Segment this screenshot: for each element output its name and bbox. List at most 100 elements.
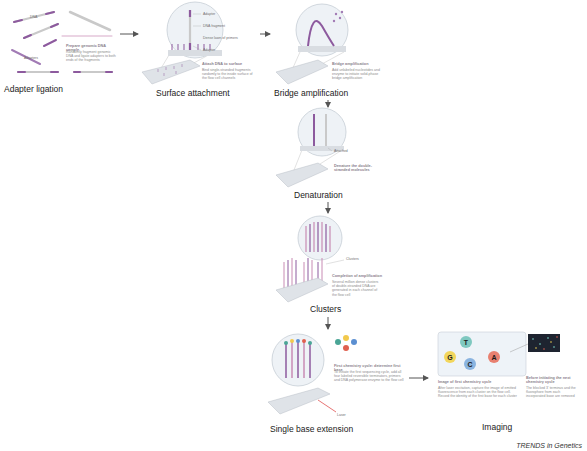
part-label: DNA fragment bbox=[203, 24, 225, 28]
rect-shape bbox=[298, 46, 346, 52]
line-shape bbox=[189, 10, 191, 17]
circle-shape bbox=[543, 348, 545, 350]
workflow-step: Bridge amplificationAdd unlabeled nucleo… bbox=[272, 4, 382, 99]
line-shape bbox=[328, 148, 332, 151]
base-letter: G bbox=[444, 353, 456, 362]
workflow-step: Attach DNA to surfaceBind single-strande… bbox=[140, 4, 258, 100]
path-shape bbox=[308, 21, 334, 46]
circle-shape bbox=[550, 341, 552, 343]
line-shape bbox=[14, 20, 22, 22]
line-shape bbox=[14, 12, 54, 22]
g-shape bbox=[333, 11, 343, 22]
line-shape bbox=[309, 344, 311, 378]
g-shape bbox=[535, 341, 552, 349]
flow-arrow bbox=[260, 34, 270, 35]
line-shape bbox=[288, 260, 289, 289]
step-caption: Clusters bbox=[310, 304, 341, 314]
line-shape bbox=[325, 224, 326, 252]
g-shape bbox=[306, 222, 330, 252]
line-shape bbox=[303, 342, 305, 378]
part-label: Adapters bbox=[24, 56, 38, 60]
line-shape bbox=[178, 44, 179, 50]
workflow-step: Denature the double-stranded moleculesDe… bbox=[272, 108, 382, 201]
circle-shape bbox=[290, 339, 294, 343]
line-shape bbox=[313, 222, 314, 252]
line-shape bbox=[12, 50, 40, 64]
rect-shape bbox=[528, 334, 560, 352]
part-label: Laser bbox=[337, 413, 346, 417]
flow-arrow bbox=[409, 378, 428, 379]
circle-shape bbox=[296, 4, 348, 56]
flow-arrow bbox=[328, 202, 329, 213]
dna-fragments bbox=[12, 12, 112, 72]
circle-shape bbox=[302, 339, 306, 343]
line-shape bbox=[184, 44, 185, 50]
step-description: The blocked 3' terminus and the fluoroph… bbox=[526, 386, 580, 399]
workflow-step: First chemistry cycle: determine first b… bbox=[262, 330, 407, 438]
line-shape bbox=[296, 260, 297, 287]
line-shape bbox=[166, 67, 167, 70]
line-shape bbox=[325, 114, 327, 146]
line-shape bbox=[317, 222, 318, 252]
line-shape bbox=[318, 400, 336, 412]
part-label: Attached bbox=[334, 149, 348, 153]
step-description: Randomly fragment genomic DNA and ligate… bbox=[66, 50, 116, 63]
line-shape bbox=[44, 40, 56, 46]
polygon-shape bbox=[268, 388, 330, 414]
line-shape bbox=[305, 226, 306, 252]
line-shape bbox=[321, 222, 322, 252]
line-shape bbox=[313, 114, 315, 146]
polygon-shape bbox=[276, 60, 328, 84]
part-label: Dense lawn of primers bbox=[203, 36, 238, 40]
line-shape bbox=[294, 150, 302, 170]
step-description: To initiate the first sequencing cycle, … bbox=[334, 370, 404, 383]
circle-shape bbox=[464, 358, 476, 370]
part-label: Clusters bbox=[346, 257, 359, 261]
line-shape bbox=[309, 224, 310, 252]
circle-shape bbox=[167, 2, 223, 58]
line-shape bbox=[193, 46, 201, 50]
line-shape bbox=[74, 71, 112, 73]
line-shape bbox=[284, 262, 285, 290]
line-shape bbox=[510, 344, 528, 352]
line-shape bbox=[189, 10, 191, 50]
workflow-step: Image of first chemistry cycleAfter lase… bbox=[430, 330, 582, 438]
circle-shape bbox=[272, 334, 324, 386]
circle-shape bbox=[343, 335, 349, 341]
source-credit: TRENDS in Genetics bbox=[516, 441, 582, 450]
line-shape bbox=[285, 344, 287, 378]
circle-shape bbox=[460, 336, 472, 348]
line-shape bbox=[18, 71, 25, 73]
line-shape bbox=[24, 24, 58, 38]
part-label: DNA bbox=[30, 15, 37, 19]
line-shape bbox=[322, 258, 323, 281]
line-shape bbox=[174, 66, 175, 69]
flow-arrow bbox=[328, 100, 329, 107]
circle-shape bbox=[444, 351, 456, 363]
rect-shape bbox=[438, 332, 526, 376]
step-heading: Attach DNA to surface bbox=[202, 62, 256, 66]
circle-shape bbox=[532, 338, 534, 340]
base-letter: T bbox=[460, 338, 472, 347]
line-shape bbox=[189, 43, 191, 50]
line-shape bbox=[329, 226, 330, 252]
step-description: Bind single-stranded fragments randomly … bbox=[202, 68, 256, 81]
g-shape bbox=[286, 342, 310, 378]
line-shape bbox=[304, 262, 305, 285]
denaturation-art bbox=[276, 108, 346, 187]
circle-shape bbox=[343, 345, 349, 351]
base-letter: C bbox=[464, 360, 476, 369]
line-shape bbox=[46, 12, 54, 14]
circle-shape bbox=[539, 343, 541, 345]
g-shape bbox=[543, 336, 558, 350]
circle-shape bbox=[535, 347, 537, 349]
polygon-shape bbox=[276, 163, 328, 187]
circle-shape bbox=[547, 337, 549, 339]
line-shape bbox=[18, 71, 58, 73]
circle-shape bbox=[333, 20, 335, 22]
circle-shape bbox=[308, 341, 312, 345]
line-shape bbox=[308, 258, 309, 284]
line-shape bbox=[182, 64, 183, 67]
line-shape bbox=[198, 44, 199, 50]
